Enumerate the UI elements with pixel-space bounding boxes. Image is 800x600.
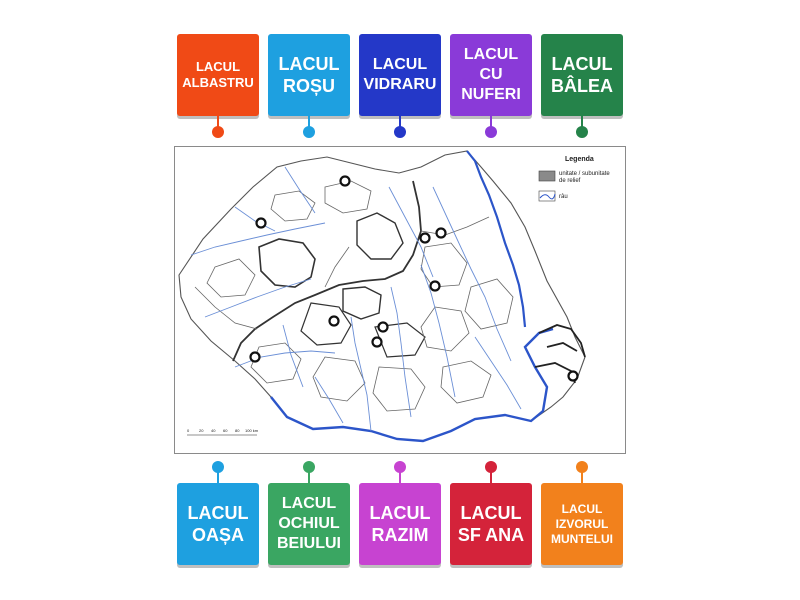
- lake-drop-target[interactable]: [328, 315, 340, 327]
- prut-river: [466, 150, 527, 328]
- tile-stem: [490, 470, 492, 484]
- tile-anchor-dot[interactable]: [485, 461, 497, 473]
- tile-anchor-dot[interactable]: [576, 126, 588, 138]
- label-tile-sf-ana[interactable]: LACUL SF ANA: [450, 483, 532, 565]
- scale-label: 0: [187, 428, 190, 433]
- relief-unit-south: [300, 302, 426, 358]
- tile-anchor-dot[interactable]: [303, 461, 315, 473]
- relief-unit-carpathians: [232, 180, 422, 362]
- label-text: LACUL ROȘU: [278, 53, 340, 97]
- map-drawing: Legenda unitate / subunitate de relief r…: [178, 150, 610, 443]
- relief-unit-apuseni: [258, 238, 316, 288]
- label-tile-ochiul-beiului[interactable]: LACUL OCHIUL BEIULUI: [268, 483, 350, 565]
- tile-stem: [581, 470, 583, 484]
- label-tile-oasa[interactable]: LACUL OAȘA: [177, 483, 259, 565]
- tile-anchor-dot[interactable]: [394, 461, 406, 473]
- label-tile-razim[interactable]: LACUL RAZIM: [359, 483, 441, 565]
- romania-relief-map: Legenda unitate / subunitate de relief r…: [174, 146, 626, 454]
- label-tile-izvorul-muntelui[interactable]: LACUL IZVORUL MUNTELUI: [541, 483, 623, 565]
- tile-anchor-dot[interactable]: [576, 461, 588, 473]
- lake-drop-target[interactable]: [249, 351, 261, 363]
- legend-relief-label-2: de relief: [559, 178, 581, 184]
- label-tile-rosu[interactable]: LACUL ROȘU: [268, 34, 350, 116]
- danube-river: [270, 327, 554, 443]
- label-text: LACUL ALBASTRU: [182, 58, 254, 90]
- country-border: [178, 150, 586, 442]
- relief-subunits: [194, 180, 514, 412]
- tile-anchor-dot[interactable]: [394, 126, 406, 138]
- lake-drop-target[interactable]: [371, 336, 383, 348]
- legend-relief-label-1: unitate / subunitate: [559, 171, 610, 177]
- lake-drop-target[interactable]: [377, 321, 389, 333]
- legend-rivers-label: râu: [559, 194, 568, 200]
- tile-anchor-dot[interactable]: [212, 126, 224, 138]
- map-scale: 0 20 40 60 80 100 km: [187, 428, 259, 436]
- legend-river-line: [539, 193, 556, 200]
- label-tile-vidraru[interactable]: LACUL VIDRARU: [359, 34, 441, 116]
- label-text: LACUL BÂLEA: [551, 53, 613, 97]
- lake-drop-target[interactable]: [339, 175, 351, 187]
- tile-anchor-dot[interactable]: [485, 126, 497, 138]
- lake-markers: [249, 175, 579, 382]
- label-text: LACUL CU NUFERI: [461, 46, 521, 103]
- label-text: LACUL SF ANA: [457, 502, 525, 546]
- tile-stem: [399, 470, 401, 484]
- label-text: LACUL OAȘA: [187, 502, 249, 546]
- scale-label: 60: [223, 428, 228, 433]
- tile-stem: [308, 470, 310, 484]
- tile-stem: [399, 116, 401, 130]
- lake-drop-target[interactable]: [429, 280, 441, 292]
- legend-relief-swatch: [538, 170, 556, 182]
- tile-anchor-dot[interactable]: [303, 126, 315, 138]
- tile-stem: [490, 116, 492, 130]
- label-tile-albastru[interactable]: LACUL ALBASTRU: [177, 34, 259, 116]
- scale-label: 20: [199, 428, 204, 433]
- legend-title: Legenda: [565, 156, 594, 163]
- tile-stem: [308, 116, 310, 130]
- tile-stem: [217, 470, 219, 484]
- rivers: [190, 166, 522, 432]
- relief-unit-east: [342, 212, 404, 320]
- label-text: LACUL RAZIM: [369, 502, 431, 546]
- label-text: LACUL IZVORUL MUNTELUI: [551, 501, 613, 546]
- scale-label: 40: [211, 428, 216, 433]
- lake-drop-target[interactable]: [255, 217, 267, 229]
- scale-label: 100 km: [245, 428, 259, 433]
- lake-drop-target[interactable]: [567, 370, 579, 382]
- label-text: LACUL VIDRARU: [363, 56, 437, 93]
- tile-stem: [581, 116, 583, 130]
- map-legend: Legenda unitate / subunitate de relief r…: [538, 156, 610, 202]
- label-tile-cu-nuferi[interactable]: LACUL CU NUFERI: [450, 34, 532, 116]
- lake-drop-target[interactable]: [435, 227, 447, 239]
- tile-anchor-dot[interactable]: [212, 461, 224, 473]
- label-tile-balea[interactable]: LACUL BÂLEA: [541, 34, 623, 116]
- lake-drop-target[interactable]: [419, 232, 431, 244]
- scale-label: 80: [235, 428, 240, 433]
- legend-river-swatch: [538, 190, 556, 202]
- label-text: LACUL OCHIUL BEIULUI: [277, 495, 341, 552]
- tile-stem: [217, 116, 219, 130]
